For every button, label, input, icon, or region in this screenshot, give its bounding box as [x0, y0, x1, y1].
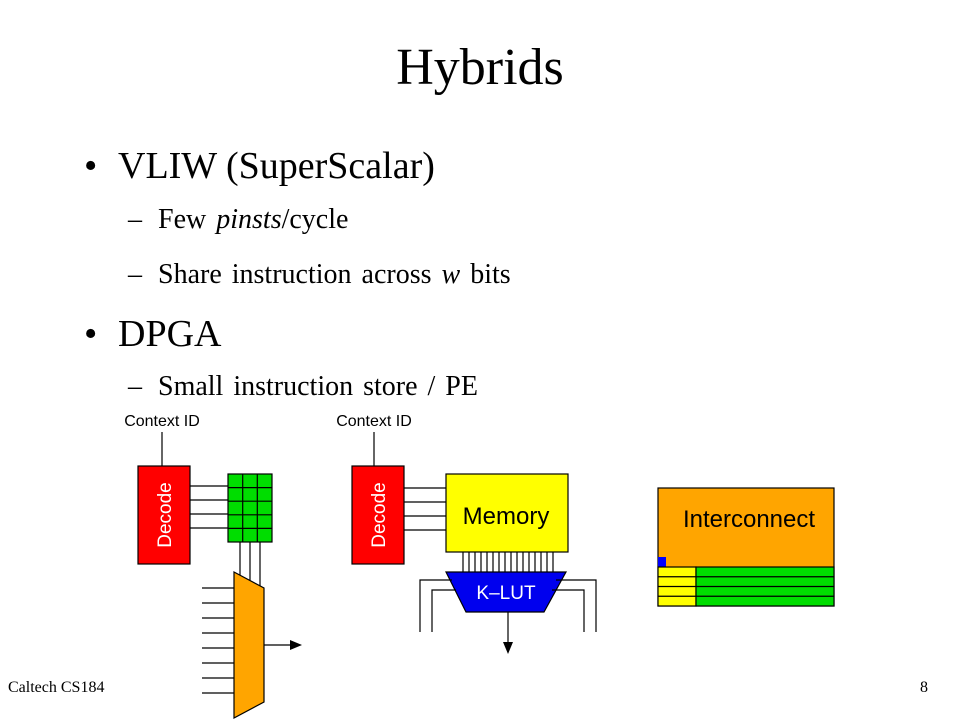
page-number: 8 [920, 679, 928, 696]
context-id-label: Context ID [124, 413, 200, 430]
instruction-grid [227, 473, 273, 543]
bullet-glyph: • [84, 145, 98, 187]
decode-label: Decode [369, 482, 390, 548]
k-lut-block [445, 571, 568, 613]
subitem-share-instruction: –Share instruction across w bits [128, 258, 511, 292]
interconnect-label: Interconnect [683, 506, 815, 533]
decode-label: Decode [155, 482, 176, 548]
dash-glyph: – [128, 204, 142, 235]
bullet-dpga: • DPGA [84, 312, 221, 356]
memory-label: Memory [463, 503, 550, 530]
dash-glyph: – [128, 259, 142, 290]
subitem-small-instruction-store: –Small instruction store / PE [128, 370, 478, 404]
memory-block [445, 473, 569, 553]
context-id-label: Context ID [336, 413, 412, 430]
subitem-text-end: /cycle [281, 204, 349, 235]
mux [233, 571, 265, 719]
subitem-text: Small instruction store / PE [158, 371, 478, 402]
subitem-text: Share instruction across [158, 259, 442, 290]
dpga-figure: Context ID Decode Memory K–LUT [336, 413, 597, 654]
footer-course: Caltech CS184 [8, 679, 105, 696]
vliw-figure: Context ID Decode [124, 413, 302, 719]
dash-glyph: – [128, 371, 142, 402]
subitem-text: Few [158, 204, 217, 235]
bullet-glyph: • [84, 313, 98, 355]
decode-block [351, 465, 405, 565]
memory-bus-lines [462, 552, 554, 572]
subitem-text-end: bits [460, 259, 511, 290]
subitem-italic: w [441, 259, 461, 290]
output-arrow-icon [290, 640, 302, 650]
subitem-few-pinsts: –Few pinsts/cycle [128, 203, 348, 237]
interconnect-figure: Interconnect [657, 487, 835, 607]
context-marker [658, 557, 666, 567]
bullet-vliw: • VLIW (SuperScalar) [84, 144, 435, 188]
bullet-text: VLIW (SuperScalar) [118, 145, 435, 187]
k-lut-label: K–LUT [476, 583, 536, 604]
subitem-italic: pinsts [216, 204, 282, 235]
bullet-text: DPGA [118, 313, 222, 355]
decode-block [137, 465, 191, 565]
slide-title: Hybrids [396, 39, 564, 96]
output-arrow-icon [503, 642, 513, 654]
